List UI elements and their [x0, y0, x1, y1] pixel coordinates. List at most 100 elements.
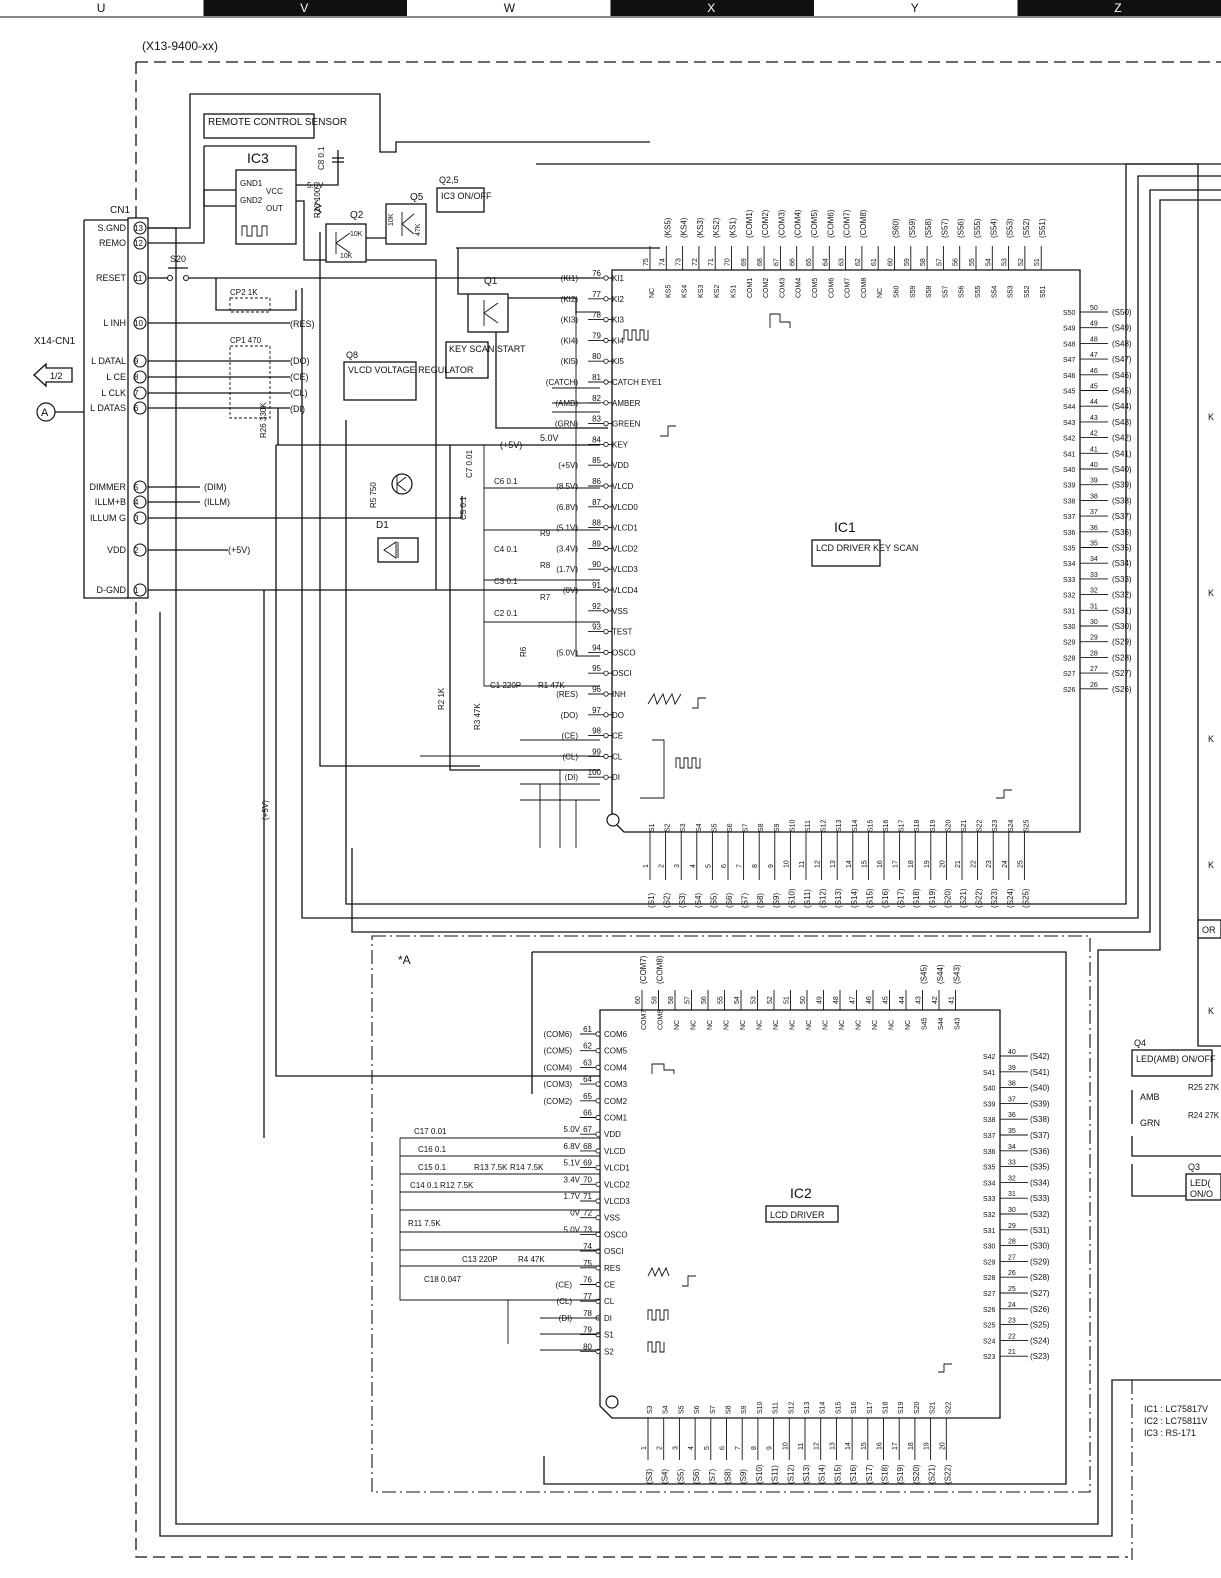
ic1-pin-name: VLCD0	[612, 503, 638, 512]
ic2-pin-76: 76	[583, 1276, 592, 1285]
svg-text:(CE): (CE)	[290, 372, 309, 382]
ic1-top-net: (KS5)	[663, 217, 672, 238]
ic1-top-pin-59: 59	[904, 258, 911, 266]
ic2-pin-67: 67	[583, 1125, 592, 1134]
ic1-bottom-pin-name: S12	[821, 819, 828, 832]
ic2-bottom-pin-13: 13	[829, 1442, 836, 1450]
q25-ref: Q2,5	[439, 175, 459, 185]
ic1-cap-label: C4 0.1	[494, 545, 518, 554]
ic1-right-pin-32: 32	[1090, 588, 1098, 595]
grid-label-v: V	[300, 1, 308, 15]
ic1-pin-90: 90	[592, 560, 601, 569]
r2-label: R2 1K	[437, 687, 446, 710]
ic2-bottom-pin-name: S18	[883, 1401, 890, 1414]
ic1-bottom-pin-13: 13	[830, 860, 837, 868]
ic2-bottom-pin-name: S15	[835, 1401, 842, 1414]
ic1-bottom-net: (S17)	[897, 888, 906, 908]
ic2-bottom-net: (S13)	[802, 1464, 811, 1484]
ic1-bottom-pin-8: 8	[752, 864, 759, 868]
ic1-bottom-pin-5: 5	[705, 864, 712, 868]
ic1-right-net: (S49)	[1112, 324, 1132, 333]
ic2-top-pin-50: 50	[800, 996, 807, 1004]
ic1-net-label: (KI2)	[561, 295, 579, 304]
ic2-bottom-pin-10: 10	[782, 1442, 789, 1450]
ic1-top-pin-69: 69	[741, 258, 748, 266]
ic1-pin-86: 86	[592, 477, 601, 486]
ic2-right-pin-36: 36	[1008, 1112, 1016, 1119]
ic1-pin-name: OSCO	[612, 648, 636, 657]
ic1-pin-name: DI	[612, 773, 620, 782]
ic2-right-pin-26: 26	[1008, 1270, 1016, 1277]
ic1-right-pin-name: S45	[1063, 389, 1076, 396]
r5-label: R5 750	[369, 482, 378, 508]
ic2-bottom-pin-name: S22	[945, 1401, 952, 1414]
ic2-top-pin-54: 54	[734, 996, 741, 1004]
svg-text:K: K	[1208, 1006, 1214, 1016]
ic2-pin-name: COM6	[604, 1030, 628, 1039]
ic1-bottom-pin-21: 21	[955, 860, 962, 868]
node-marker-a: A	[37, 403, 84, 421]
ic2-right-pin-name: S36	[983, 1149, 996, 1156]
ic1-net-label: (5.0V)	[556, 648, 578, 657]
ic2-right-net: (S29)	[1030, 1257, 1050, 1266]
ic2-bottom-net: (S4)	[661, 1469, 670, 1484]
connector-pin-label: L CE	[106, 372, 126, 382]
ic3-pin-vcc: VCC	[266, 187, 283, 196]
svg-text:R24 27K: R24 27K	[1188, 1111, 1220, 1120]
ic1-right-pin-40: 40	[1090, 462, 1098, 469]
ic2-top-pin-name: NC	[872, 1020, 879, 1030]
ic1-right-pin-name: S38	[1063, 498, 1076, 505]
ic2-pin-78: 78	[583, 1309, 592, 1318]
ic1-top-net: (COM3)	[777, 209, 786, 238]
ic1-right-net: (S46)	[1112, 371, 1132, 380]
d1-label: D1	[376, 520, 389, 531]
ic1-top-pin-name: COM8	[861, 278, 868, 298]
ic1-top-pin-68: 68	[757, 258, 764, 266]
connector-pin-number: 11	[134, 274, 143, 283]
ic1-bottom-pin-name: S18	[914, 819, 921, 832]
ic2-right-net: (S30)	[1030, 1242, 1050, 1251]
ic2-right-net: (S36)	[1030, 1147, 1050, 1156]
ic2-label: IC2	[790, 1185, 812, 1201]
ic1-bottom-net: (S10)	[787, 888, 796, 908]
ic1-bottom-pin-1: 1	[643, 864, 650, 868]
ic2-right-pin-name: S40	[983, 1086, 996, 1093]
ic1-right-net: (S28)	[1112, 653, 1132, 662]
ic1-pin-82: 82	[592, 394, 601, 403]
q1-label: Q1	[484, 276, 498, 287]
ic2-right-pin-39: 39	[1008, 1065, 1016, 1072]
ic1-top-net: (COM5)	[810, 209, 819, 238]
ic1-pin-name: VSS	[612, 607, 628, 616]
ic1-top-pin-51: 51	[1034, 258, 1041, 266]
ic2-cap-label: C13 220P	[462, 1255, 498, 1264]
svg-text:(+5V): (+5V)	[228, 545, 250, 555]
ic1-pin-name: KI3	[612, 316, 625, 325]
ic2-top-pin-name: NC	[905, 1020, 912, 1030]
ic3-pin-gnd1: GND1	[240, 179, 263, 188]
ic2-top-pin-57: 57	[685, 996, 692, 1004]
ic1-pin-name: KI2	[612, 295, 625, 304]
ic1-bottom-pin-name: S25	[1023, 819, 1030, 832]
ic1-top-pin-name: COM6	[828, 278, 835, 298]
ic1-right-pin-name: S47	[1063, 357, 1076, 364]
ic1-top-pin-name: S59	[910, 285, 917, 298]
ic1-bottom-pin-name: S2	[665, 823, 672, 832]
ic1-net-label: (GRN)	[555, 420, 578, 429]
ic1-net-label: (KI1)	[561, 274, 579, 283]
ic2-net-label: (COM3)	[544, 1080, 573, 1089]
ic1-pin-name: VLCD4	[612, 586, 638, 595]
connector-pin-label: RESET	[96, 273, 127, 283]
ic2-top-pin-52: 52	[767, 996, 774, 1004]
ic1-cap-label: C6 0.1	[494, 477, 518, 486]
ic1-bottom-net: (S16)	[881, 888, 890, 908]
ic2-cap-label: C16 0.1	[418, 1145, 447, 1154]
ic2-right-pin-name: S29	[983, 1259, 996, 1266]
ic1-right-net: (S27)	[1112, 669, 1132, 678]
ic2-pin-name: CL	[604, 1297, 615, 1306]
ic2-top-pin-name: NC	[674, 1020, 681, 1030]
ic2-top-net: (COM8)	[656, 955, 665, 984]
ic2-top-pin-59: 59	[652, 996, 659, 1004]
connector-pin-label: L CLK	[101, 388, 126, 398]
